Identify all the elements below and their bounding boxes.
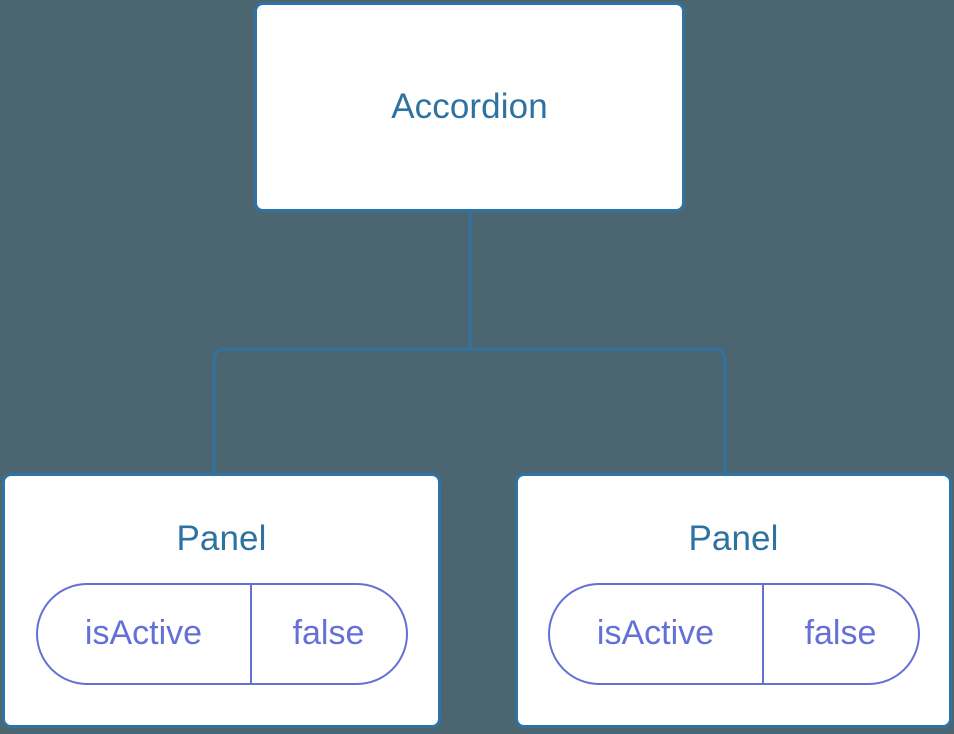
node-panel-0-state-badge: isActive false [35, 582, 408, 685]
node-panel-0-state-value: false [292, 614, 365, 652]
node-panel-1-state-value: false [804, 614, 877, 652]
node-panel-1-title: Panel [688, 519, 779, 558]
node-panel-0-title: Panel [176, 519, 267, 558]
node-panel-1-state-badge: isActive false [547, 582, 920, 685]
node-accordion[interactable]: Accordion [254, 2, 685, 212]
node-accordion-title: Accordion [391, 86, 548, 126]
node-panel-0[interactable]: Panel isActive false [2, 473, 441, 728]
node-panel-0-state-key: isActive [38, 584, 252, 683]
edge-accordion-to-panel-1 [470, 347, 727, 480]
edge-accordion-to-panel-0 [212, 347, 470, 480]
node-panel-1-state-key: isActive [550, 584, 764, 683]
node-panel-1[interactable]: Panel isActive false [515, 473, 952, 728]
